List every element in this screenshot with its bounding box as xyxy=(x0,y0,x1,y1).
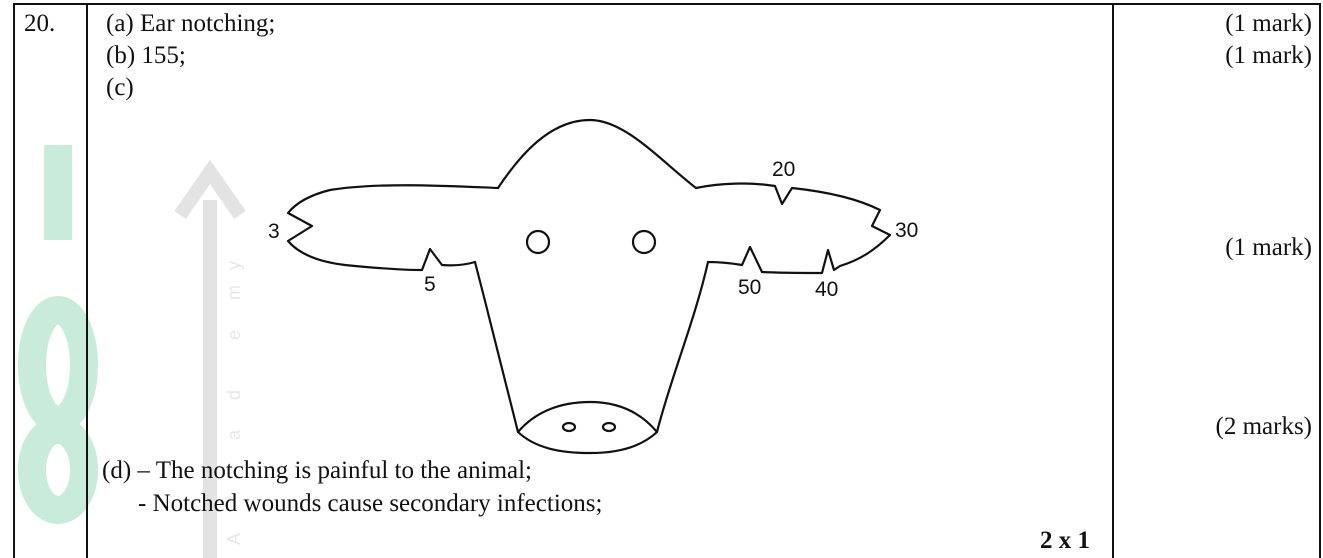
svg-text:e: e xyxy=(224,330,244,340)
notch-label-50: 50 xyxy=(738,276,761,299)
cow-left-nostril xyxy=(563,423,575,431)
watermark-o1 xyxy=(32,310,84,420)
question-number: 20. xyxy=(24,10,55,38)
notch-label-3: 3 xyxy=(268,220,280,243)
cow-head-diagram: 3 5 20 30 50 40 xyxy=(250,110,950,460)
marks-b: (1 mark) xyxy=(1120,42,1312,70)
cow-right-nostril xyxy=(603,423,615,431)
cow-left-ear-outline xyxy=(288,185,498,270)
notch-label-20: 20 xyxy=(772,158,795,181)
cow-muzzle-outline xyxy=(518,402,657,453)
svg-text:y: y xyxy=(224,261,244,270)
cow-left-eye xyxy=(527,231,549,253)
svg-text:m: m xyxy=(224,285,244,300)
answer-a: (a) Ear notching; xyxy=(106,10,275,38)
answer-d-line1: (d) – The notching is painful to the ani… xyxy=(102,457,532,485)
notch-label-30: 30 xyxy=(895,219,918,242)
cow-right-ear-outline xyxy=(696,184,890,273)
marks-a: (1 mark) xyxy=(1120,10,1312,38)
svg-text:A: A xyxy=(224,533,244,545)
scoring-note: 2 x 1 xyxy=(980,527,1090,555)
answer-b: (b) 155; xyxy=(106,42,186,70)
notch-label-40: 40 xyxy=(815,278,838,301)
cow-face-left-outline xyxy=(475,262,518,432)
cow-right-eye xyxy=(633,231,655,253)
cow-head-top-outline xyxy=(498,120,696,188)
table-border-col1 xyxy=(86,3,88,558)
table-border-left xyxy=(13,3,15,558)
table-border-right xyxy=(1319,3,1321,558)
answer-d-line2: - Notched wounds cause secondary infecti… xyxy=(138,490,602,518)
svg-text:a: a xyxy=(224,429,244,440)
answer-c-label: (c) xyxy=(106,74,134,102)
notch-label-5: 5 xyxy=(424,273,436,296)
table-border-col2 xyxy=(1112,3,1114,558)
table-border-top xyxy=(13,3,1321,5)
cow-face-right-outline xyxy=(657,262,708,432)
marks-c: (1 mark) xyxy=(1120,234,1312,262)
marks-d: (2 marks) xyxy=(1120,413,1312,441)
watermark-o2 xyxy=(32,430,84,510)
svg-text:d: d xyxy=(224,390,244,400)
